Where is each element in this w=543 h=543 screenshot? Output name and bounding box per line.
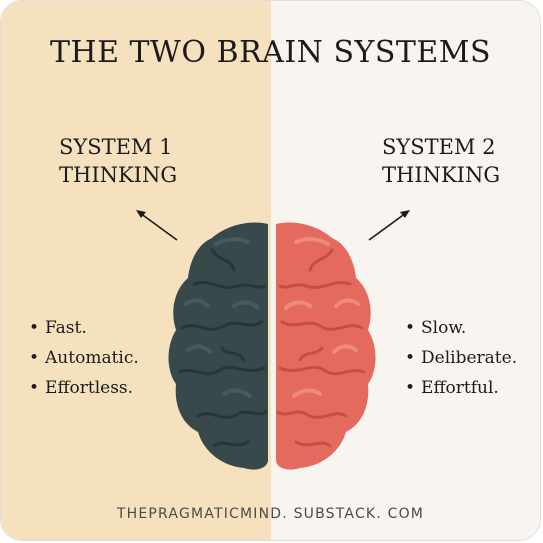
- arrow-up-right-icon: [368, 210, 410, 241]
- brain-icon: [168, 222, 376, 470]
- footer-credit: THEPRAGMATICMIND. SUBSTACK. COM: [116, 506, 425, 522]
- list-item: Slow.: [405, 315, 517, 345]
- system1-heading-line1: SYSTEM 1: [59, 135, 173, 159]
- system2-heading-line1: SYSTEM 2: [382, 135, 496, 159]
- list-item: Fast.: [29, 315, 139, 345]
- list-item: Effortless.: [29, 375, 139, 405]
- system2-traits: Slow. Deliberate. Effortful.: [405, 315, 517, 405]
- system1-heading-line2: THINKING: [59, 163, 178, 187]
- arrow-up-left-icon: [136, 210, 178, 241]
- page-title: THE TWO BRAIN SYSTEMS: [49, 35, 492, 70]
- list-item: Effortful.: [405, 375, 517, 405]
- system2-heading-line2: THINKING: [382, 163, 501, 187]
- list-item: Automatic.: [29, 345, 139, 375]
- right-hemisphere: [276, 222, 376, 470]
- system2-heading: SYSTEM 2 THINKING: [382, 133, 500, 189]
- list-item: Deliberate.: [405, 345, 517, 375]
- system1-traits: Fast. Automatic. Effortless.: [29, 315, 139, 405]
- system1-heading: SYSTEM 1 THINKING: [59, 133, 177, 189]
- left-hemisphere: [168, 222, 268, 470]
